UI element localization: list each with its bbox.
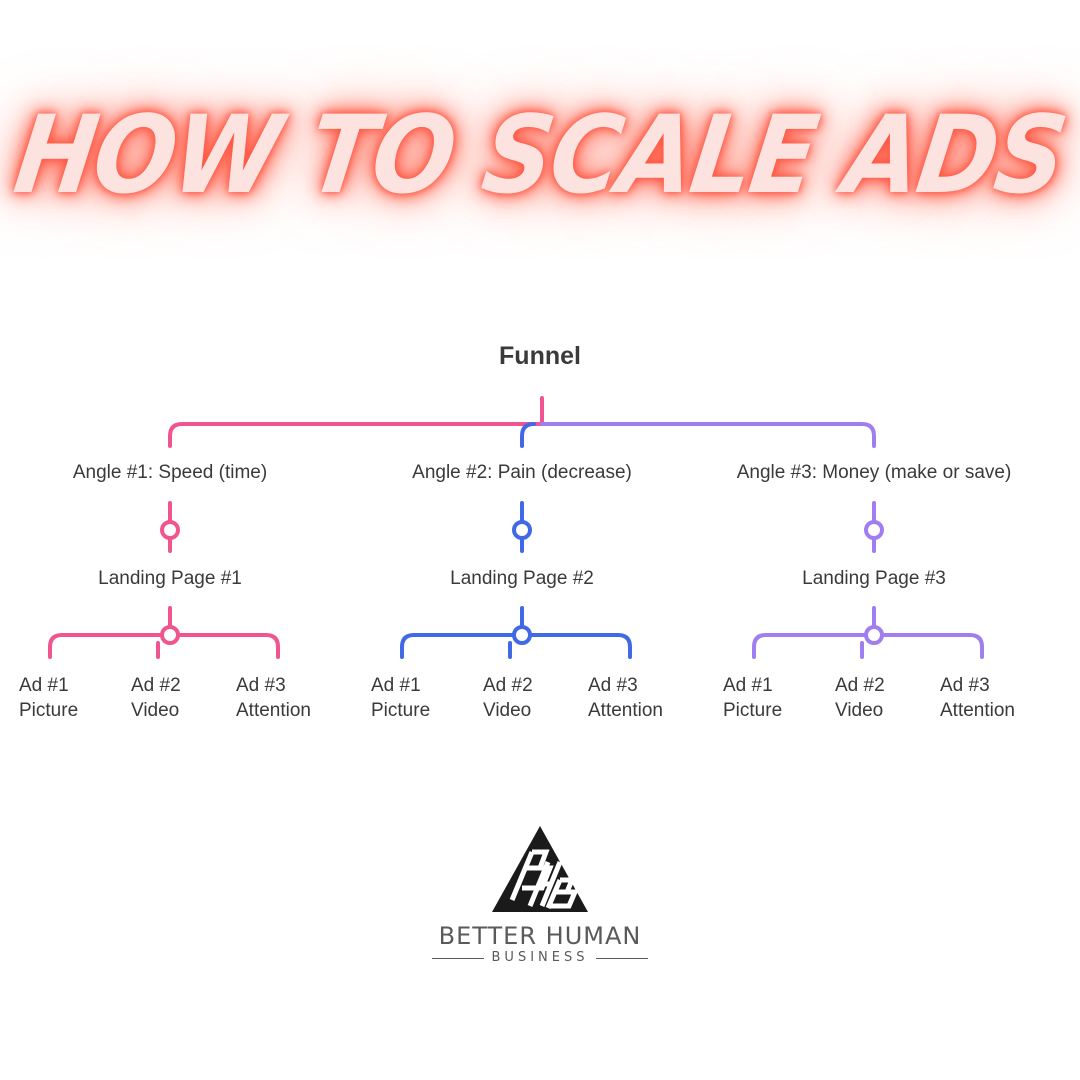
ad-title: Ad #2	[131, 675, 181, 696]
ad-type: Attention	[236, 700, 311, 721]
ad-type: Video	[483, 700, 532, 721]
ad-node-1-3: Ad #3 Attention	[236, 673, 311, 723]
funnel-diagram: Funnel Angle #1: Speed (time) Landing Pa…	[19, 342, 1015, 723]
node-circle-landing-1	[160, 625, 180, 645]
ad-node-3-3: Ad #3 Attention	[940, 673, 1015, 723]
ad-type: Attention	[588, 700, 663, 721]
angle-node-1: Angle #1: Speed (time)	[72, 462, 268, 483]
node-circle-angle-2	[512, 520, 532, 540]
logo-subtitle: BUSINESS	[400, 950, 680, 965]
ad-title: Ad #3	[940, 675, 990, 696]
root-connector-3	[540, 422, 876, 448]
node-circle-angle-1	[160, 520, 180, 540]
node-circle-landing-3	[864, 625, 884, 645]
ad-title: Ad #1	[723, 675, 773, 696]
ad-title: Ad #3	[588, 675, 638, 696]
ad-type: Picture	[19, 700, 79, 721]
ad-title: Ad #1	[19, 675, 69, 696]
ad-node-3-2: Ad #2 Video	[835, 673, 885, 723]
landing-page-node-3: Landing Page #3	[802, 568, 946, 589]
ad-type: Picture	[723, 700, 783, 721]
ad-node-1-2: Ad #2 Video	[131, 673, 181, 723]
ad-title: Ad #3	[236, 675, 286, 696]
tree-connectors	[48, 396, 984, 659]
angle-node-2: Angle #2: Pain (decrease)	[412, 462, 632, 483]
ad-type: Video	[835, 700, 884, 721]
ad-type: Video	[131, 700, 180, 721]
ad-type: Picture	[371, 700, 431, 721]
node-circle-angle-3	[864, 520, 884, 540]
node-circle-landing-2	[512, 625, 532, 645]
logo-mark-icon	[492, 826, 588, 912]
logo-wordmark: BETTER HUMAN	[438, 922, 642, 950]
ad-node-2-3: Ad #3 Attention	[588, 673, 663, 723]
ad-node-1-1: Ad #1 Picture	[19, 673, 78, 723]
ad-type: Attention	[940, 700, 1015, 721]
ad-node-2-2: Ad #2 Video	[483, 673, 533, 723]
ad-title: Ad #2	[835, 675, 885, 696]
root-connector-1	[168, 422, 544, 448]
ad-node-2-1: Ad #1 Picture	[371, 673, 430, 723]
ad-node-3-1: Ad #1 Picture	[723, 673, 782, 723]
logo-subtitle-text: BUSINESS	[483, 950, 597, 965]
root-node-funnel: Funnel	[499, 342, 581, 370]
ad-title: Ad #1	[371, 675, 421, 696]
brand-logo: BETTER HUMAN BUSINESS	[400, 822, 680, 972]
angle-node-3: Angle #3: Money (make or save)	[736, 462, 1012, 483]
landing-page-node-1: Landing Page #1	[98, 568, 242, 589]
ad-title: Ad #2	[483, 675, 533, 696]
root-connector-2	[520, 422, 536, 448]
landing-page-node-2: Landing Page #2	[450, 568, 594, 589]
